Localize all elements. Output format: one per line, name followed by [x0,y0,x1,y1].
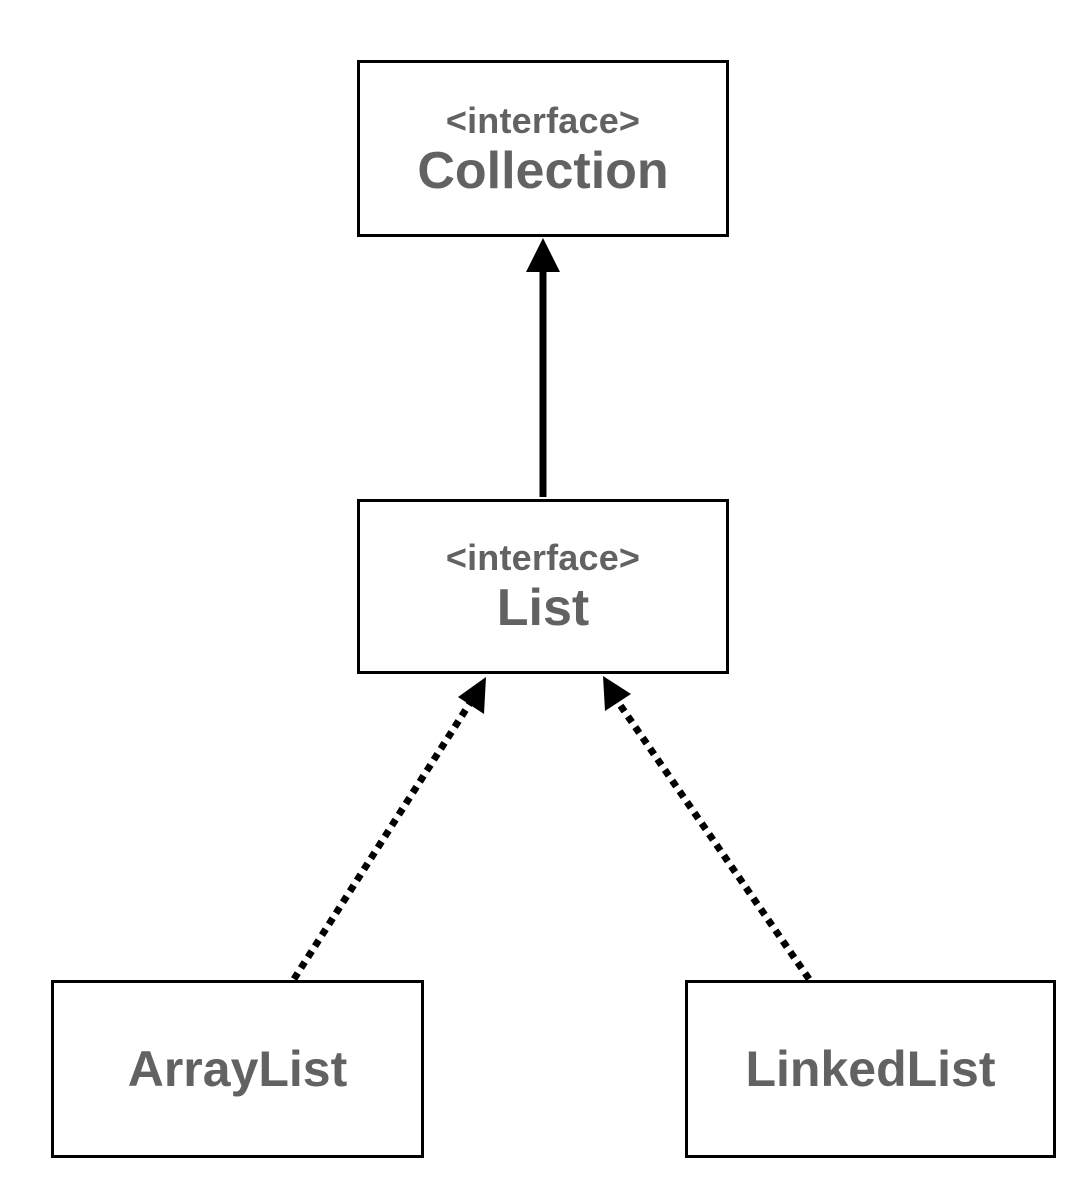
edge-linkedlist-to-list [603,676,812,981]
edge-list-to-collection [526,238,560,497]
node-collection-name: Collection [417,141,669,200]
edge-linkedlist-to-list-line [615,700,812,981]
edge-arraylist-to-list-arrowhead [458,677,486,714]
edge-arraylist-to-list [291,677,486,981]
node-collection: <interface> Collection [357,60,729,237]
node-linkedlist-name: LinkedList [745,1041,996,1097]
node-arraylist-name: ArrayList [127,1041,348,1097]
node-arraylist: ArrayList [51,980,424,1158]
node-list-name: List [496,578,590,637]
node-list: <interface> List [357,499,729,674]
edge-arraylist-to-list-line [291,701,473,981]
edge-linkedlist-to-list-arrowhead [603,676,631,711]
node-linkedlist: LinkedList [685,980,1056,1158]
edge-list-to-collection-arrowhead [526,238,560,272]
node-collection-stereotype: <interface> [445,99,641,141]
node-list-stereotype: <interface> [445,536,641,578]
